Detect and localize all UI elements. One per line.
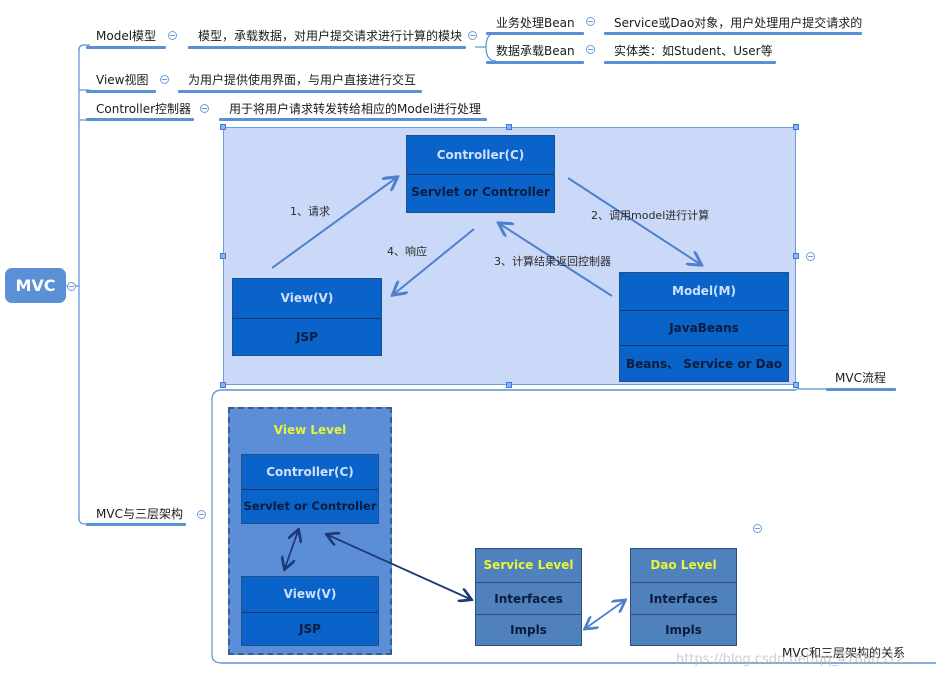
topic-view-desc-underline: [178, 90, 422, 93]
resize-handle-b[interactable]: [506, 382, 512, 388]
uml-model-row-beans: Beans、 Service or Dao: [620, 345, 788, 381]
root-node[interactable]: MVC: [5, 268, 66, 303]
arrow-return-result: [500, 224, 613, 297]
topic-controller[interactable]: Controller控制器: [96, 102, 192, 116]
topic-model-underline: [86, 46, 166, 49]
uml-model-row-javabeans: JavaBeans: [620, 310, 788, 345]
resize-handle-br[interactable]: [793, 382, 799, 388]
topic-view-underline: [86, 90, 156, 93]
tier-controller-title: Controller(C): [266, 465, 354, 479]
resize-handle-tr[interactable]: [793, 124, 799, 130]
topic-controller-underline: [86, 118, 194, 121]
uml-controller: Controller(C) Servlet or Controller: [406, 135, 555, 213]
topic-view-desc[interactable]: 为用户提供使用界面，与用户直接进行交互: [188, 73, 417, 87]
resize-handle-r[interactable]: [793, 253, 799, 259]
topic-model[interactable]: Model模型: [96, 29, 157, 43]
arrow-request: [271, 178, 396, 269]
uml-view-title: View(V): [280, 291, 334, 305]
model-collapse-icon[interactable]: [168, 31, 177, 40]
topic-business-bean-desc[interactable]: Service或Dao对象，用户处理用户提交请求的: [614, 16, 863, 30]
uml-view-body: JSP: [233, 318, 381, 355]
service-level: Service Level Interfaces Impls: [475, 548, 582, 646]
business-bean-collapse-icon[interactable]: [586, 17, 595, 26]
resize-handle-l[interactable]: [220, 253, 226, 259]
view-level-title: View Level: [273, 423, 347, 437]
service-level-impls: Impls: [476, 614, 581, 645]
model-desc-collapse-icon[interactable]: [468, 31, 477, 40]
tier-controller: Controller(C) Servlet or Controller: [241, 454, 379, 524]
topic-data-bean-underline: [486, 61, 584, 64]
flow-arrows: [271, 128, 797, 386]
label-request: 1、请求: [290, 205, 330, 218]
label-call-model: 2、调用model进行计算: [591, 209, 710, 222]
uml-controller-title: Controller(C): [436, 148, 525, 162]
tier-view-title: View(V): [283, 587, 337, 601]
topic-three-tier[interactable]: MVC与三层架构: [96, 507, 183, 521]
topic-data-bean-desc[interactable]: 实体类：如Student、User等: [614, 44, 773, 58]
topic-data-bean[interactable]: 数据承载Bean: [496, 44, 575, 58]
dao-level-title: Dao Level: [650, 558, 717, 572]
topic-data-bean-desc-underline: [604, 61, 776, 64]
topic-business-bean-underline: [486, 32, 584, 35]
arrow-controller-view: [285, 531, 298, 568]
caption-mvc-flow[interactable]: MVC流程: [835, 371, 886, 385]
tier-view-body: JSP: [242, 612, 378, 645]
dao-level-impls: Impls: [631, 614, 736, 645]
resize-handle-t[interactable]: [506, 124, 512, 130]
caption-mvc-three-tier[interactable]: MVC和三层架构的关系: [782, 646, 905, 660]
caption-mvc-flow-underline: [826, 388, 896, 391]
resize-handle-bl[interactable]: [220, 382, 226, 388]
tier-controller-body: Servlet or Controller: [242, 489, 378, 523]
uml-model-title: Model(M): [672, 284, 736, 298]
arrow-service-dao: [586, 601, 624, 628]
topic-controller-desc-underline: [219, 118, 487, 121]
watermark: https://blog.csdn.net/qq_41886312: [676, 652, 905, 667]
resize-handle-tl[interactable]: [220, 124, 226, 130]
label-response: 4、响应: [387, 245, 427, 258]
service-level-title: Service Level: [483, 558, 574, 572]
flow-collapse-icon[interactable]: [806, 252, 815, 261]
topic-controller-desc[interactable]: 用于将用户请求转发转给相应的Model进行处理: [229, 102, 482, 116]
uml-model: Model(M) JavaBeans Beans、 Service or Dao: [619, 272, 789, 382]
arrow-controller-service: [328, 535, 470, 599]
topic-three-tier-underline: [86, 523, 186, 526]
topic-business-bean-desc-underline: [604, 32, 862, 35]
view-collapse-icon[interactable]: [160, 75, 169, 84]
topic-model-desc[interactable]: 模型，承载数据，对用户提交请求进行计算的模块: [198, 29, 463, 43]
uml-controller-body: Servlet or Controller: [407, 174, 554, 212]
dao-level-interfaces: Interfaces: [631, 582, 736, 614]
label-return-result: 3、计算结果返回控制器: [494, 255, 611, 268]
topic-model-desc-underline: [188, 46, 466, 49]
data-bean-collapse-icon[interactable]: [586, 45, 595, 54]
uml-view: View(V) JSP: [232, 278, 382, 356]
arrow-response: [394, 228, 475, 294]
root-collapse-icon[interactable]: [67, 282, 76, 291]
relation-collapse-icon[interactable]: [753, 524, 762, 533]
topic-business-bean[interactable]: 业务处理Bean: [496, 16, 575, 30]
service-level-interfaces: Interfaces: [476, 582, 581, 614]
controller-collapse-icon[interactable]: [200, 104, 209, 113]
three-tier-collapse-icon[interactable]: [197, 510, 206, 519]
arrow-call-model: [567, 177, 700, 264]
dao-level: Dao Level Interfaces Impls: [630, 548, 737, 646]
topic-view[interactable]: View视图: [96, 73, 149, 87]
